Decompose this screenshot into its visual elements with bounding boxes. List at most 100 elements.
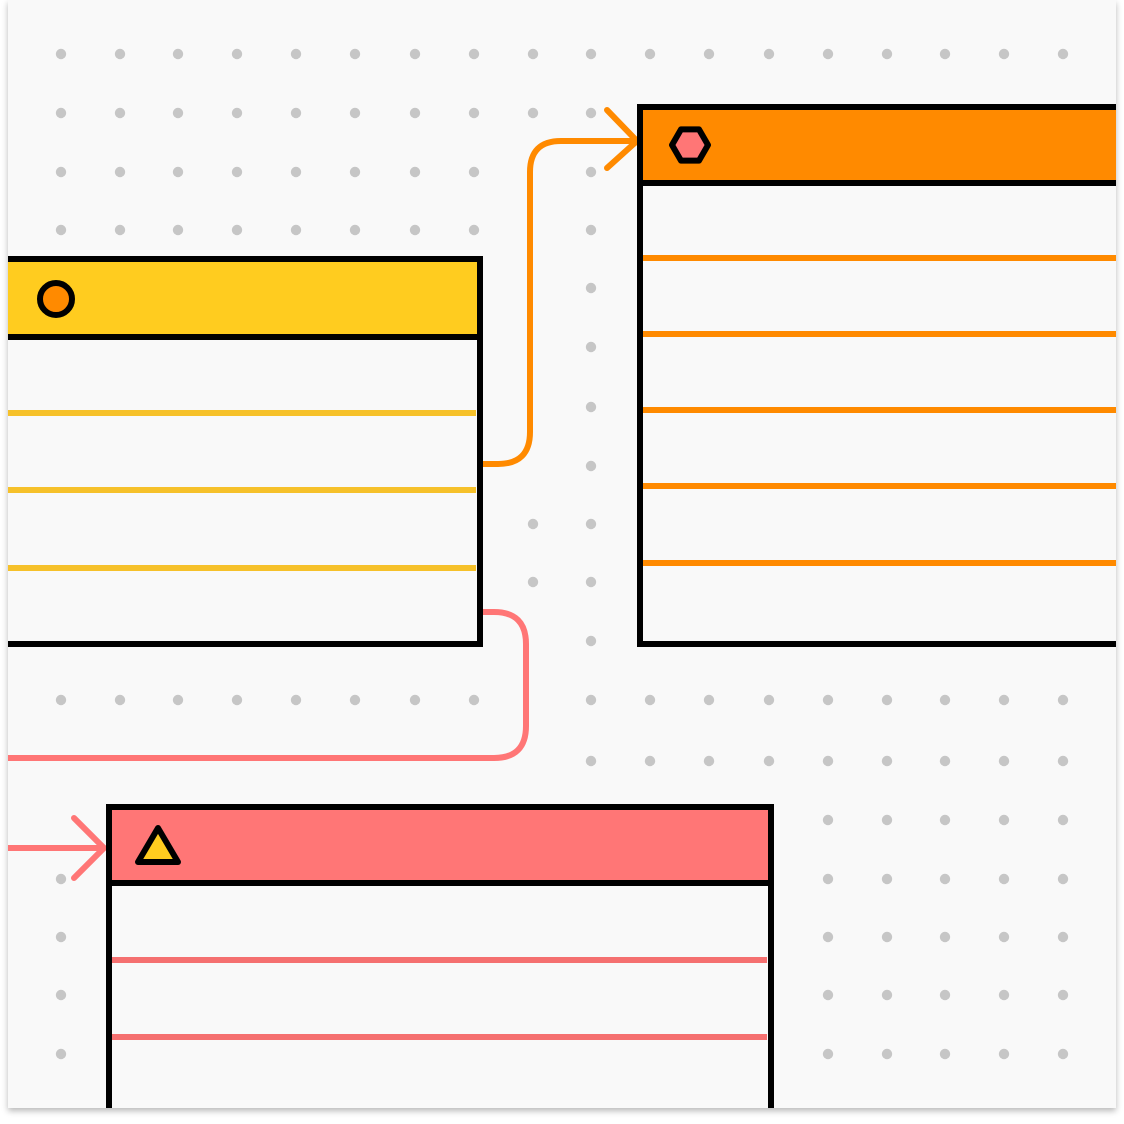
grid-dot	[1057, 873, 1069, 885]
circle-icon	[37, 280, 75, 318]
grid-dot	[703, 48, 715, 60]
grid-dot	[409, 694, 421, 706]
grid-dot	[644, 755, 656, 767]
grid-dot	[1057, 755, 1069, 767]
grid-dot	[409, 48, 421, 60]
grid-dot	[468, 694, 480, 706]
connector-yellow-to-orange[interactable]	[480, 107, 642, 467]
grid-dot	[585, 576, 597, 588]
connector-coral-entry[interactable]	[8, 815, 109, 881]
grid-dot	[822, 1048, 834, 1060]
grid-dot	[881, 873, 893, 885]
grid-dot	[290, 48, 302, 60]
grid-dot	[114, 166, 126, 178]
grid-dot	[1057, 931, 1069, 943]
grid-dot	[939, 989, 951, 1001]
entity-row[interactable]	[109, 886, 771, 957]
grid-dot	[527, 576, 539, 588]
grid-dot	[822, 48, 834, 60]
grid-dot	[585, 107, 597, 119]
grid-dot	[1057, 48, 1069, 60]
grid-dot	[349, 166, 361, 178]
grid-dot	[55, 989, 67, 1001]
grid-dot	[881, 694, 893, 706]
grid-dot	[409, 224, 421, 236]
grid-dot	[881, 931, 893, 943]
grid-dot	[172, 166, 184, 178]
entity-row[interactable]	[640, 413, 1116, 483]
orange-table[interactable]	[637, 104, 1116, 647]
grid-dot	[585, 635, 597, 647]
grid-dot	[881, 755, 893, 767]
entity-row[interactable]	[640, 489, 1116, 560]
grid-dot	[939, 814, 951, 826]
grid-dot	[231, 48, 243, 60]
grid-dot	[349, 107, 361, 119]
entity-row[interactable]	[640, 261, 1116, 331]
grid-dot	[998, 48, 1010, 60]
grid-dot	[172, 224, 184, 236]
grid-dot	[468, 224, 480, 236]
grid-dot	[881, 989, 893, 1001]
grid-dot	[55, 224, 67, 236]
grid-dot	[1057, 1048, 1069, 1060]
entity-row[interactable]	[109, 1040, 771, 1108]
hexagon-icon	[669, 126, 711, 164]
grid-dot	[468, 107, 480, 119]
grid-dot	[349, 48, 361, 60]
grid-dot	[1057, 814, 1069, 826]
diagram-svg	[8, 48, 1116, 1108]
grid-dot	[231, 166, 243, 178]
grid-dot	[114, 48, 126, 60]
grid-dot	[527, 48, 539, 60]
grid-dot	[527, 518, 539, 530]
entity-row[interactable]	[8, 340, 480, 410]
grid-dot	[55, 166, 67, 178]
grid-dot	[822, 873, 834, 885]
grid-dot	[998, 873, 1010, 885]
grid-dot	[585, 224, 597, 236]
entity-header[interactable]	[8, 259, 480, 337]
grid-dot	[290, 694, 302, 706]
grid-dot	[585, 694, 597, 706]
grid-dot	[585, 282, 597, 294]
yellow-table[interactable]	[8, 256, 483, 647]
grid-dot	[585, 48, 597, 60]
entity-row[interactable]	[109, 963, 771, 1034]
grid-dot	[55, 48, 67, 60]
entity-row[interactable]	[640, 337, 1116, 407]
grid-dot	[55, 931, 67, 943]
grid-dot	[881, 1048, 893, 1060]
entity-row[interactable]	[8, 493, 480, 565]
grid-dot	[939, 48, 951, 60]
entity-header[interactable]	[109, 807, 771, 883]
grid-dot	[1057, 989, 1069, 1001]
entity-row[interactable]	[640, 186, 1116, 255]
grid-dot	[998, 694, 1010, 706]
grid-dot	[409, 107, 421, 119]
entity-row[interactable]	[640, 566, 1116, 641]
grid-dot	[468, 48, 480, 60]
coral-table[interactable]	[106, 804, 774, 1108]
entity-row[interactable]	[8, 416, 480, 487]
grid-dot	[939, 931, 951, 943]
grid-dot	[55, 694, 67, 706]
grid-dot	[349, 694, 361, 706]
connector-yellow-to-coral[interactable]	[8, 609, 529, 761]
connector-line[interactable]	[480, 138, 637, 467]
arrowhead-icon	[71, 815, 109, 881]
entity-header[interactable]	[640, 107, 1116, 183]
grid-dot	[703, 694, 715, 706]
grid-dot	[939, 1048, 951, 1060]
connector-line[interactable]	[8, 609, 529, 761]
connectors	[8, 107, 642, 881]
grid-dot	[172, 694, 184, 706]
grid-dot	[822, 989, 834, 1001]
diagram-canvas	[8, 0, 1116, 1108]
entity-row[interactable]	[8, 571, 480, 641]
grid-dot	[998, 989, 1010, 1001]
grid-dot	[881, 48, 893, 60]
grid-dot	[585, 341, 597, 353]
grid-dot	[231, 694, 243, 706]
triangle-icon	[135, 825, 181, 865]
